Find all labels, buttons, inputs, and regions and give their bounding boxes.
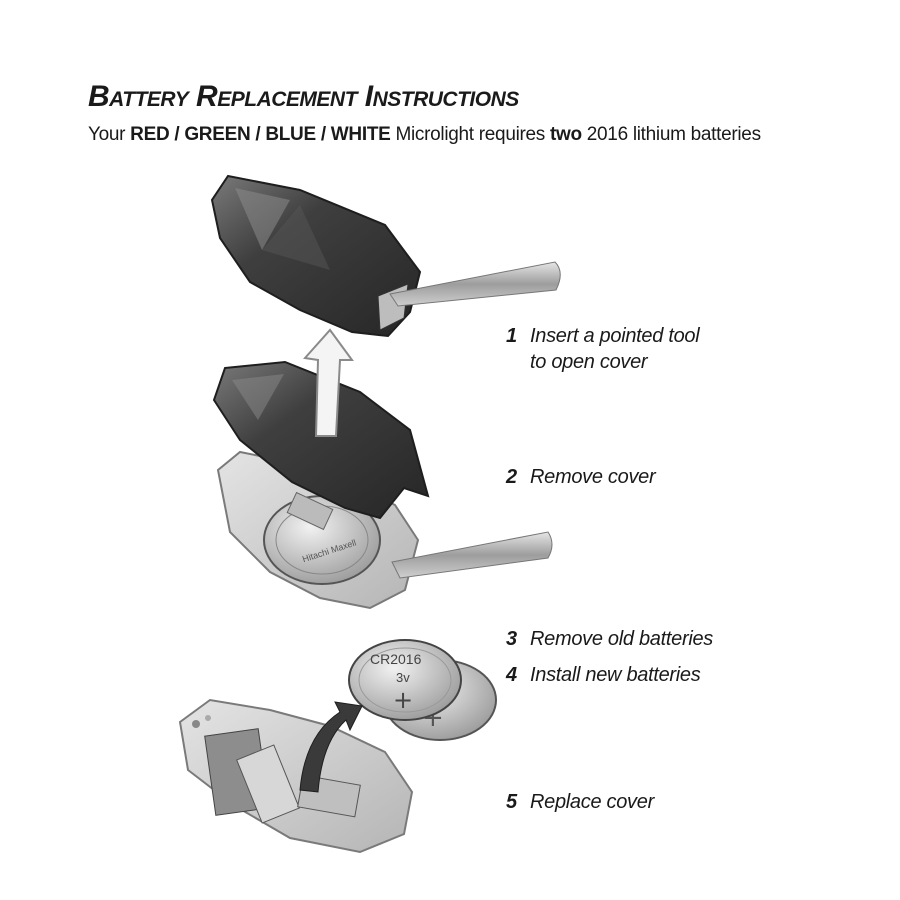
figure-insert-tool: [210, 174, 561, 338]
pointed-tool-2: [391, 531, 553, 579]
step-4-number: 4: [506, 664, 517, 686]
figure-new-batteries: + CR2016 3v +: [348, 639, 497, 741]
lift-arrow-icon: [303, 328, 354, 437]
subtitle-count: two: [549, 124, 582, 145]
step-3-number: 3: [506, 628, 517, 650]
battery-model-label: CR2016: [370, 651, 422, 667]
battery-front-plus: +: [393, 686, 413, 714]
step-2-text: Remove cover: [530, 466, 656, 488]
illustration: Hitachi Maxell + CR2016 3v +: [178, 174, 561, 854]
step-1-text-line1: Insert a pointed tool: [530, 325, 700, 347]
battery-voltage-label: 3v: [396, 670, 410, 685]
step-5: 5 Replace cover: [506, 789, 654, 815]
step-2: 2 Remove cover: [506, 464, 656, 490]
new-battery-front: CR2016 3v +: [348, 639, 462, 721]
old-battery: Hitachi Maxell: [263, 495, 381, 585]
subtitle-part-1: Your: [88, 124, 131, 145]
subtitle-part-2: Microlight requires: [390, 124, 550, 145]
page-title: Battery Replacement Instructions: [88, 80, 519, 113]
figure-replace-cover: [178, 698, 414, 854]
step-1-text-line2: to open cover: [530, 351, 648, 373]
step-5-number: 5: [506, 791, 517, 813]
step-3: 3 Remove old batteries: [506, 626, 713, 652]
page-subtitle: Your RED / GREEN / BLUE / WHITE Microlig…: [88, 124, 761, 146]
subtitle-part-3: 2016 lithium batteries: [581, 124, 761, 145]
pointed-tool: [389, 261, 561, 307]
figure-remove-cover: Hitachi Maxell: [212, 328, 553, 610]
step-3-text: Remove old batteries: [530, 628, 713, 650]
step-4: 4 Install new batteries: [506, 662, 701, 688]
step-5-text: Replace cover: [530, 791, 654, 813]
step-2-number: 2: [506, 466, 517, 488]
step-4-text: Install new batteries: [530, 664, 701, 686]
step-1: 1 Insert a pointed tool to open cover: [506, 323, 700, 375]
subtitle-colors: RED / GREEN / BLUE / WHITE: [130, 124, 391, 145]
insert-arrow-icon: [299, 701, 363, 793]
step-1-number: 1: [506, 325, 517, 347]
